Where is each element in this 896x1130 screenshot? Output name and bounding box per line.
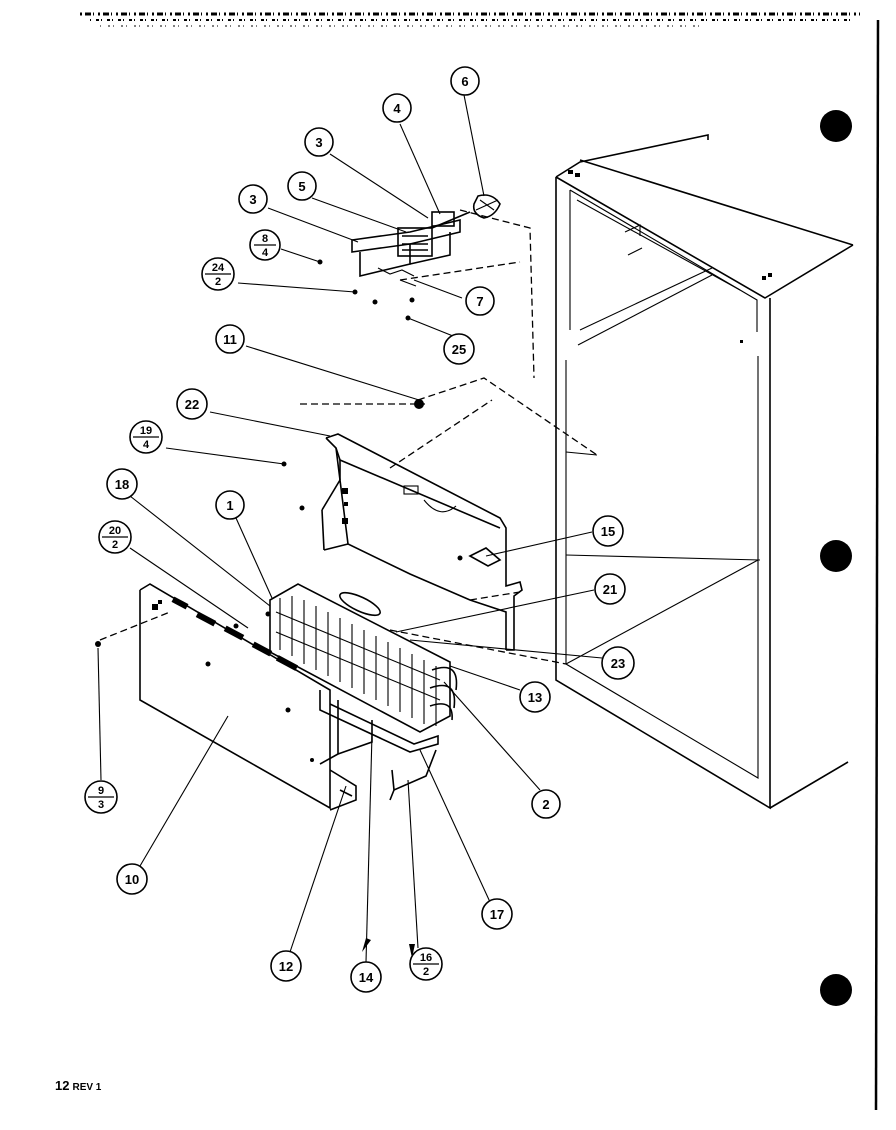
refrigerator-cabinet — [555, 134, 854, 810]
callout-18: 18 — [106, 468, 138, 500]
scan-noise-top — [80, 12, 860, 27]
svg-text:8: 8 — [262, 233, 268, 245]
callout-3-upper: 3 — [304, 127, 334, 157]
callout-6: 6 — [450, 66, 480, 96]
callout-17: 17 — [481, 898, 513, 930]
svg-text:14: 14 — [359, 970, 374, 985]
svg-text:4: 4 — [143, 439, 150, 451]
page-number: 12 — [55, 1078, 70, 1093]
binder-hole-top — [820, 110, 852, 142]
callout-1: 1 — [215, 490, 245, 520]
svg-text:11: 11 — [223, 332, 237, 347]
callout-12: 12 — [270, 950, 302, 982]
callout-24-over-2: 24 2 — [201, 257, 235, 291]
leader-lines — [97, 94, 603, 963]
callout-3-lower: 3 — [238, 184, 268, 214]
svg-text:18: 18 — [115, 477, 129, 492]
svg-text:5: 5 — [298, 179, 305, 194]
svg-text:3: 3 — [98, 799, 104, 811]
svg-text:2: 2 — [215, 276, 221, 288]
svg-text:25: 25 — [452, 342, 466, 357]
callout-4: 4 — [382, 93, 412, 123]
svg-text:7: 7 — [476, 294, 483, 309]
svg-text:12: 12 — [279, 959, 293, 974]
callout-8-over-4: 8 4 — [249, 229, 281, 261]
callout-5: 5 — [287, 171, 317, 201]
callout-7: 7 — [465, 286, 495, 316]
callout-13: 13 — [519, 681, 551, 713]
page-border-right — [874, 19, 880, 1111]
svg-text:23: 23 — [611, 656, 625, 671]
svg-text:10: 10 — [125, 872, 139, 887]
callout-23: 23 — [601, 646, 635, 680]
callout-20-over-2: 20 2 — [98, 520, 132, 554]
svg-text:3: 3 — [315, 135, 322, 150]
svg-text:3: 3 — [249, 192, 256, 207]
svg-text:19: 19 — [140, 425, 152, 437]
callout-15: 15 — [592, 515, 624, 547]
alignment-lines — [99, 209, 598, 665]
evaporator-cover — [281, 433, 523, 651]
callout-2: 2 — [531, 789, 561, 819]
svg-text:13: 13 — [528, 690, 542, 705]
svg-text:2: 2 — [423, 966, 429, 978]
callout-10: 10 — [116, 863, 148, 895]
revision-label: REV 1 — [72, 1082, 102, 1093]
svg-text:9: 9 — [98, 785, 104, 797]
svg-text:4: 4 — [262, 247, 269, 259]
callout-25: 25 — [443, 333, 475, 365]
svg-text:24: 24 — [212, 262, 225, 274]
svg-text:16: 16 — [420, 952, 432, 964]
svg-text:15: 15 — [601, 524, 615, 539]
callout-9-over-3: 9 3 — [84, 780, 118, 814]
svg-text:1: 1 — [226, 498, 233, 513]
callout-16-over-2: 16 2 — [409, 947, 443, 981]
svg-text:4: 4 — [393, 101, 401, 116]
svg-text:2: 2 — [542, 797, 549, 812]
svg-text:21: 21 — [603, 582, 617, 597]
binder-hole-bottom — [820, 974, 852, 1006]
evaporator-coil — [269, 583, 458, 811]
callout-14: 14 — [350, 961, 382, 993]
callout-19-over-4: 19 4 — [129, 420, 163, 454]
svg-text:22: 22 — [185, 397, 199, 412]
callout-11: 11 — [215, 324, 245, 354]
grommet — [414, 399, 424, 409]
svg-text:6: 6 — [461, 74, 468, 89]
evaporator-back-panel — [95, 583, 331, 810]
svg-text:20: 20 — [109, 525, 121, 537]
svg-text:2: 2 — [112, 539, 118, 551]
binder-hole-middle — [820, 540, 852, 572]
callout-22: 22 — [176, 388, 208, 420]
callout-21: 21 — [594, 573, 626, 605]
svg-text:17: 17 — [490, 907, 504, 922]
